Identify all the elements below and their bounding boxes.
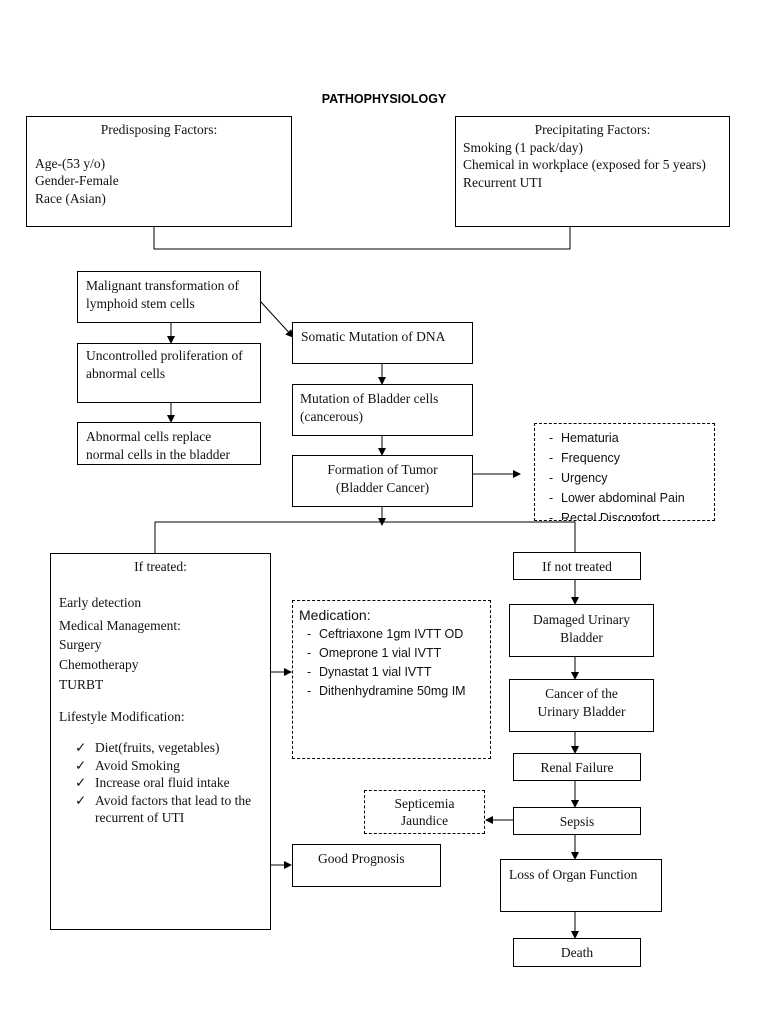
malignant-transformation-box: Malignant transformation of lymphoid ste… xyxy=(77,271,261,323)
box-text: Abnormal cells replace normal cells in t… xyxy=(86,429,230,462)
box-text: Death xyxy=(560,945,594,960)
checkmark-icon: ✓ xyxy=(75,740,87,755)
medication-heading: Medication: xyxy=(299,607,371,623)
precipitating-item: Smoking (1 pack/day) xyxy=(463,139,583,155)
abnormal-cells-replace-box: Abnormal cells replace normal cells in t… xyxy=(77,422,261,465)
predisposing-item: Race (Asian) xyxy=(35,190,106,206)
box-text: Uncontrolled proliferation of abnormal c… xyxy=(86,348,243,381)
lifestyle-item: ✓ Increase oral fluid intake xyxy=(51,774,262,792)
box-text: Formation of Tumor (Bladder Cancer) xyxy=(327,462,438,495)
lifestyle-list: ✓ Diet(fruits, vegetables) ✓ Avoid Smoking… xyxy=(51,739,262,827)
medication-box: Medication: Ceftriaxone 1gm IVTT OD Omep… xyxy=(292,600,491,759)
treated-heading: If treated: xyxy=(134,559,187,574)
symptoms-box: Hematuria Frequency Urgency Lower abdomi… xyxy=(534,423,715,521)
box-text: Loss of Organ Function xyxy=(509,867,638,882)
box-text: If not treated xyxy=(542,559,612,574)
lifestyle-item: ✓ Avoid factors that lead to the recurren… xyxy=(51,792,262,827)
box-text: Somatic Mutation of DNA xyxy=(301,329,446,344)
diagram-title: PATHOPHYSIOLOGY xyxy=(321,92,447,106)
tumor-formation-box: Formation of Tumor (Bladder Cancer) xyxy=(292,455,473,507)
predisposing-heading: Predisposing Factors: xyxy=(100,122,218,137)
box-text: Malignant transformation of lymphoid ste… xyxy=(86,278,239,311)
precipitating-item: Chemical in workplace (exposed for 5 yea… xyxy=(463,157,706,172)
box-text: Good Prognosis xyxy=(318,851,405,866)
symptom-item: Urgency xyxy=(535,468,714,488)
lifestyle-item-text: Increase oral fluid intake xyxy=(95,775,230,790)
loss-of-organ-function-box: Loss of Organ Function xyxy=(500,859,662,912)
if-treated-box: If treated: Early detection Medical Mana… xyxy=(50,553,271,930)
renal-failure-box: Renal Failure xyxy=(513,753,641,781)
precipitating-heading: Precipitating Factors: xyxy=(534,122,651,137)
medical-item: Chemotherapy xyxy=(59,656,139,672)
somatic-mutation-box: Somatic Mutation of DNA xyxy=(292,322,473,364)
septicemia-jaundice-box: Septicemia Jaundice xyxy=(364,790,485,834)
box-text: Damaged Urinary Bladder xyxy=(532,612,631,645)
medication-item: Dithenhydramine 50mg IM xyxy=(293,682,484,701)
box-text: Cancer of the Urinary Bladder xyxy=(537,686,626,719)
lifestyle-item: ✓ Diet(fruits, vegetables) xyxy=(51,739,262,757)
box-text: Renal Failure xyxy=(540,760,614,775)
box-text: Mutation of Bladder cells (cancerous) xyxy=(300,391,439,424)
factors-bracket xyxy=(153,226,571,250)
box-text: Jaundice xyxy=(400,813,449,828)
lifestyle-item-text: Avoid Smoking xyxy=(95,757,180,773)
symptom-item: Lower abdominal Pain xyxy=(535,488,714,508)
bladder-cells-mutation-box: Mutation of Bladder cells (cancerous) xyxy=(292,384,473,436)
predisposing-item: Gender-Female xyxy=(35,173,119,188)
medication-item: Omeprone 1 vial IVTT xyxy=(293,644,484,663)
if-not-treated-box: If not treated xyxy=(513,552,641,580)
box-text: Sepsis xyxy=(559,814,595,829)
precipitating-item: Recurrent UTI xyxy=(463,174,543,190)
uncontrolled-proliferation-box: Uncontrolled proliferation of abnormal c… xyxy=(77,343,261,403)
early-detection-text: Early detection xyxy=(59,594,142,610)
checkmark-icon: ✓ xyxy=(75,757,87,773)
good-prognosis-box: Good Prognosis xyxy=(292,844,441,887)
medication-item: Dynastat 1 vial IVTT xyxy=(293,663,484,682)
symptom-item: Frequency xyxy=(535,448,714,468)
checkmark-icon: ✓ xyxy=(75,775,87,790)
arrow-malignant-to-somatic xyxy=(260,301,294,338)
lifestyle-item: ✓ Avoid Smoking xyxy=(51,757,262,775)
symptom-list: Hematuria Frequency Urgency Lower abdomi… xyxy=(535,428,714,520)
damaged-bladder-box: Damaged Urinary Bladder xyxy=(509,604,654,657)
sepsis-box: Sepsis xyxy=(513,807,641,835)
symptom-item: Hematuria xyxy=(535,428,714,448)
symptom-item: Rectal Discomfort xyxy=(535,508,714,520)
medication-item: Ceftriaxone 1gm IVTT OD xyxy=(293,625,484,644)
lifestyle-item-text: Diet(fruits, vegetables) xyxy=(95,740,220,755)
checkmark-icon: ✓ xyxy=(75,792,87,808)
lifestyle-heading: Lifestyle Modification: xyxy=(59,708,185,724)
precipitating-factors-box: Precipitating Factors: Smoking (1 pack/d… xyxy=(455,116,730,227)
medication-list: Ceftriaxone 1gm IVTT OD Omeprone 1 vial … xyxy=(293,625,484,701)
bladder-cancer-box: Cancer of the Urinary Bladder xyxy=(509,679,654,732)
predisposing-item: Age-(53 y/o) xyxy=(35,155,106,171)
medical-item: TURBT xyxy=(59,676,104,692)
lifestyle-item-text: Avoid factors that lead to the recurrent… xyxy=(95,792,252,826)
medical-item: Surgery xyxy=(59,636,102,652)
medical-management-heading: Medical Management: xyxy=(59,618,181,633)
box-text: Septicemia xyxy=(394,796,455,811)
death-box: Death xyxy=(513,938,641,967)
branch-line xyxy=(154,521,576,553)
predisposing-factors-box: Predisposing Factors: Age-(53 y/o) Gende… xyxy=(26,116,292,227)
